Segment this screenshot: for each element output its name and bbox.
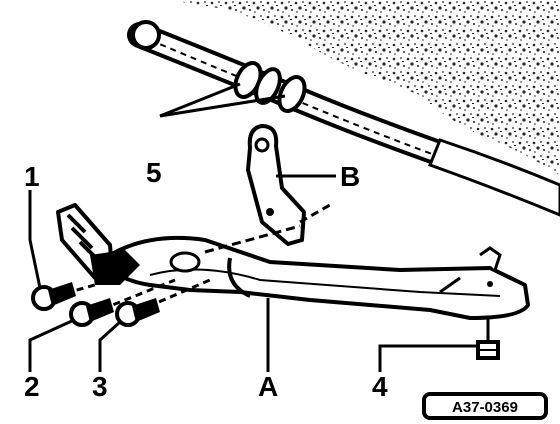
- callout-3: 3: [92, 371, 108, 402]
- leader-3: [98, 320, 122, 372]
- leader-lines: [28, 82, 476, 372]
- callout-a: A: [258, 371, 278, 402]
- callout-5: 5: [146, 157, 162, 188]
- callout-4: 4: [372, 371, 388, 402]
- bracket-b: [246, 124, 331, 246]
- bolt-3: [115, 278, 211, 327]
- leader-5a: [159, 82, 241, 118]
- mounting-plate-a: [108, 224, 530, 320]
- cable-clips: [233, 61, 307, 113]
- leader-5b: [159, 94, 286, 118]
- reference-code: A37-0369: [452, 399, 518, 416]
- reference-code-box: A37-0369: [422, 392, 548, 420]
- leader-2: [28, 318, 75, 372]
- bolt-1: [31, 280, 106, 311]
- leader-4: [378, 344, 476, 372]
- nut-4: [476, 318, 500, 360]
- background-engine-texture: [170, 0, 560, 175]
- accelerator-cable: [127, 20, 560, 217]
- pedal-lever: [56, 203, 140, 285]
- callout-b: B: [340, 161, 360, 192]
- callout-1: 1: [24, 161, 40, 192]
- leader-1: [28, 190, 42, 289]
- callout-2: 2: [24, 371, 40, 402]
- bolt-2: [69, 278, 176, 327]
